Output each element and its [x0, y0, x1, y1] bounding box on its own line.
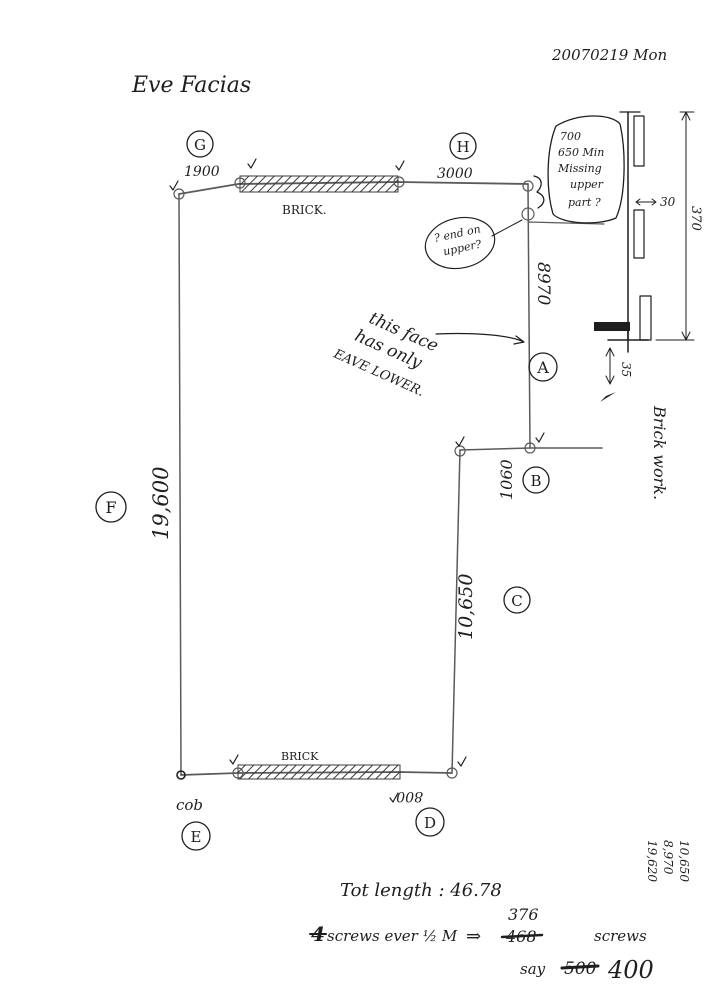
outline-right-upper-wall	[527, 183, 531, 449]
point-h-label: H	[456, 138, 469, 156]
missing-note-text: 700 650 Min Missing upper part ?	[557, 130, 604, 209]
missing-note-bubble	[547, 115, 625, 224]
point-d-label: D	[424, 814, 436, 832]
section-offset-label: 35	[619, 362, 633, 377]
section-width-arrow	[635, 198, 657, 206]
point-e-label: E	[191, 828, 202, 846]
screws-new-count: 376	[508, 905, 539, 924]
sum-line-2: 8,970	[661, 840, 675, 875]
check-ticks	[169, 158, 545, 803]
say-count: 400	[607, 956, 654, 984]
dimension-g-h: 1900	[184, 164, 220, 180]
upper-question-bubble	[424, 216, 496, 270]
totals-block: Tot length : 46.78 4 screws ever ½ M ⇒ 3…	[309, 880, 654, 984]
screws-text: screws ever ½ M	[327, 927, 458, 945]
tick-step	[455, 436, 465, 447]
tick-brick-end	[395, 160, 405, 171]
section-width-label: 30	[660, 195, 676, 209]
point-c-label: C	[511, 592, 522, 610]
brick-hatch-top	[239, 175, 399, 193]
point-a-ring	[528, 352, 558, 382]
section-height-label: 370	[688, 206, 703, 231]
sheet-date: 20070219 Mon	[551, 46, 667, 64]
point-g-label: G	[194, 136, 206, 154]
point-f-label: F	[105, 498, 116, 517]
tick-b	[535, 432, 545, 443]
corner-marker-e	[176, 770, 186, 780]
tick-d-2	[389, 792, 399, 803]
section-pointer-arrow	[600, 392, 616, 402]
point-e-ring	[181, 821, 211, 851]
corner-marker-top-right	[522, 180, 534, 192]
face-note-arrow	[435, 332, 525, 345]
corner-marker-brick-bottom	[232, 767, 244, 779]
section-offset-arrow	[605, 347, 615, 385]
outline-step-wall	[459, 447, 603, 451]
corner-marker-upper	[521, 207, 535, 221]
corner-marker-g	[173, 188, 185, 200]
sum-line-3: 19,620	[645, 840, 659, 882]
corner-marker-brick-end	[393, 176, 405, 188]
missing-note-line-1: 700	[560, 130, 581, 143]
missing-note-line-5: part ?	[568, 196, 601, 209]
outline-left-wall	[178, 193, 182, 776]
outline-right-lower-wall	[451, 449, 461, 774]
corner-markers	[173, 176, 536, 780]
section-panel-bottom	[639, 295, 652, 341]
dimension-left-side: 19,600	[149, 467, 173, 540]
section-panel-middle	[633, 209, 645, 259]
corner-marker-b	[524, 442, 536, 454]
section-detail: 370 30 35 Brick work.	[594, 111, 703, 500]
point-f-ring	[95, 491, 127, 523]
tick-g	[169, 180, 179, 191]
dimension-c-side: 10,650	[455, 574, 477, 640]
brick-work-label: Brick work.	[650, 405, 669, 500]
say-crossed-strike	[560, 964, 600, 970]
missing-note-line-3: Missing	[557, 162, 602, 175]
missing-note-line-4: upper	[570, 178, 604, 191]
outline-upper-extension	[527, 221, 605, 225]
section-blocking	[594, 322, 630, 331]
point-b-label: B	[530, 472, 541, 490]
point-a-label: A	[536, 358, 549, 377]
point-h-ring	[449, 132, 477, 160]
say-label: say	[520, 960, 546, 978]
section-panel-top	[633, 115, 645, 167]
tick-bottom-brick	[229, 754, 239, 765]
point-g-ring	[186, 130, 214, 158]
screws-arrow: ⇒	[466, 926, 481, 947]
upper-question-text: ? end on upper?	[433, 222, 483, 258]
sums-block: 10,650 8,970 19,620	[645, 840, 691, 882]
tick-d	[457, 756, 467, 767]
total-length: Tot length : 46.78	[340, 880, 502, 901]
corner-marker-step-left	[454, 445, 466, 457]
dimension-h-corner: 3000	[437, 166, 473, 182]
point-c-ring	[503, 586, 531, 614]
sheet-title: Eve Facias	[131, 73, 251, 98]
sum-line-1: 10,650	[677, 840, 691, 882]
dimension-right-upper: 8970	[533, 262, 553, 305]
screws-word: screws	[594, 927, 647, 945]
upper-question-pointer	[491, 219, 523, 237]
tick-brick-start	[247, 158, 257, 169]
screws-crossed-strike	[500, 933, 544, 939]
corner-marker-brick-start	[234, 177, 246, 189]
corner-marker-d	[446, 767, 458, 779]
point-d-ring	[415, 807, 445, 837]
point-labels: G H A B C D E F	[95, 130, 558, 851]
point-b-ring	[522, 466, 550, 494]
dimension-bottom-left: cob	[176, 796, 203, 814]
brick-label-bottom: BRICK	[281, 750, 319, 763]
dimension-bottom-right: 800	[396, 788, 423, 804]
face-note: this face has only EAVE LOWER.	[330, 308, 441, 400]
missing-note-brace	[533, 175, 545, 209]
brick-hatch-bottom	[237, 764, 401, 780]
missing-note-line-2: 650 Min	[558, 146, 604, 159]
say-crossed: 500	[564, 959, 597, 979]
brick-label-top: BRICK.	[282, 203, 327, 217]
dimension-b-step: 1060	[497, 459, 516, 500]
